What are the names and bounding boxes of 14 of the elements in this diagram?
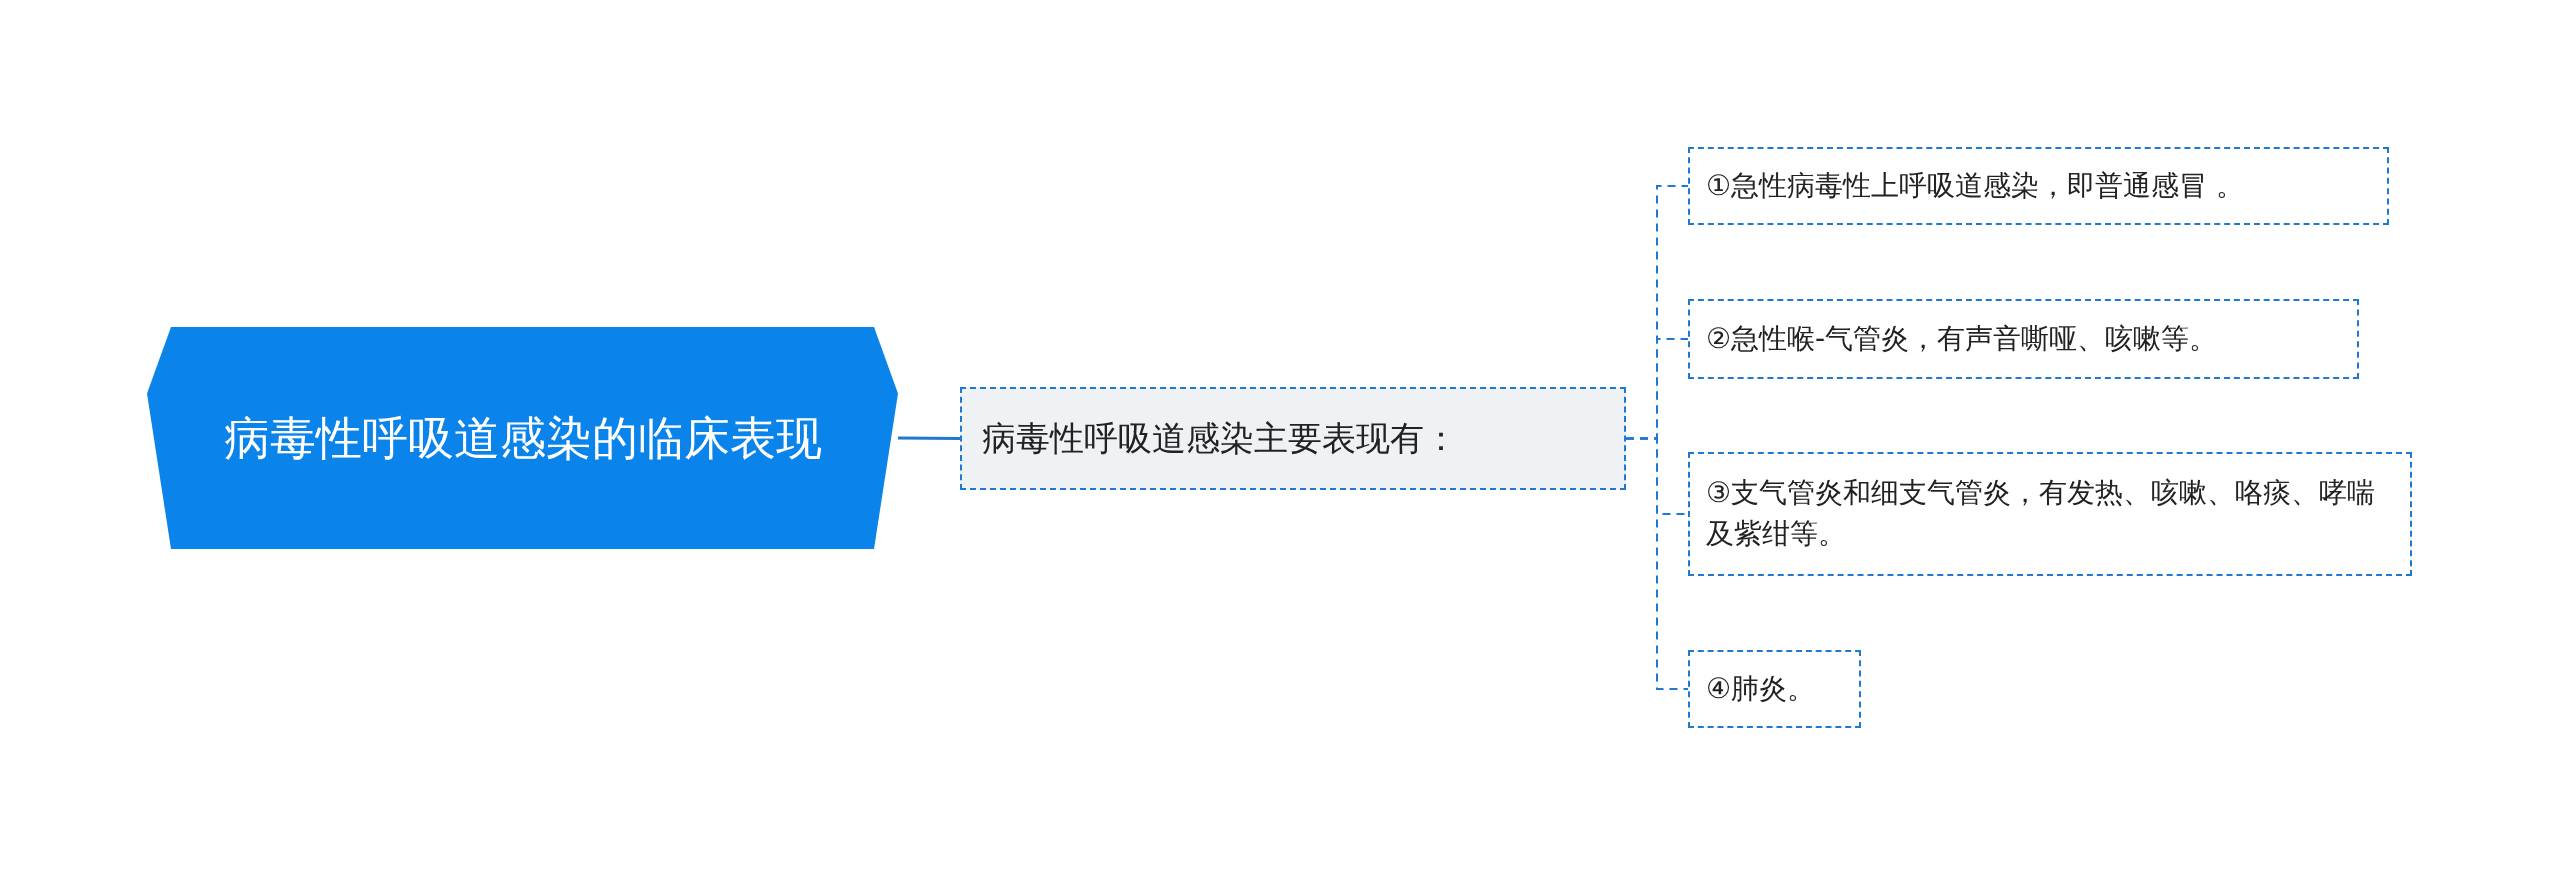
subtopic-text: 病毒性呼吸道感染主要表现有： [982, 417, 1458, 461]
item-box [1688, 452, 2412, 576]
item-text: ③支气管炎和细支气管炎，有发热、咳嗽、咯痰、哮喘及紫绀等。 [1706, 475, 2377, 552]
item-box [1688, 299, 2359, 379]
topic-hexagon [147, 327, 898, 549]
item-box [1688, 650, 1861, 728]
item-text: ②急性喉-气管炎，有声音嘶哑、咳嗽等。 [1706, 320, 2218, 357]
connector [898, 436, 960, 440]
topic-text: 病毒性呼吸道感染的临床表现 [223, 409, 822, 467]
subtopic-box [960, 387, 1626, 490]
item-text: ④肺炎。 [1706, 670, 1816, 707]
item-text: ①急性病毒性上呼吸道感染，即普通感冒 。 [1706, 167, 2244, 204]
item-box [1688, 147, 2389, 225]
connector [1625, 437, 1689, 690]
